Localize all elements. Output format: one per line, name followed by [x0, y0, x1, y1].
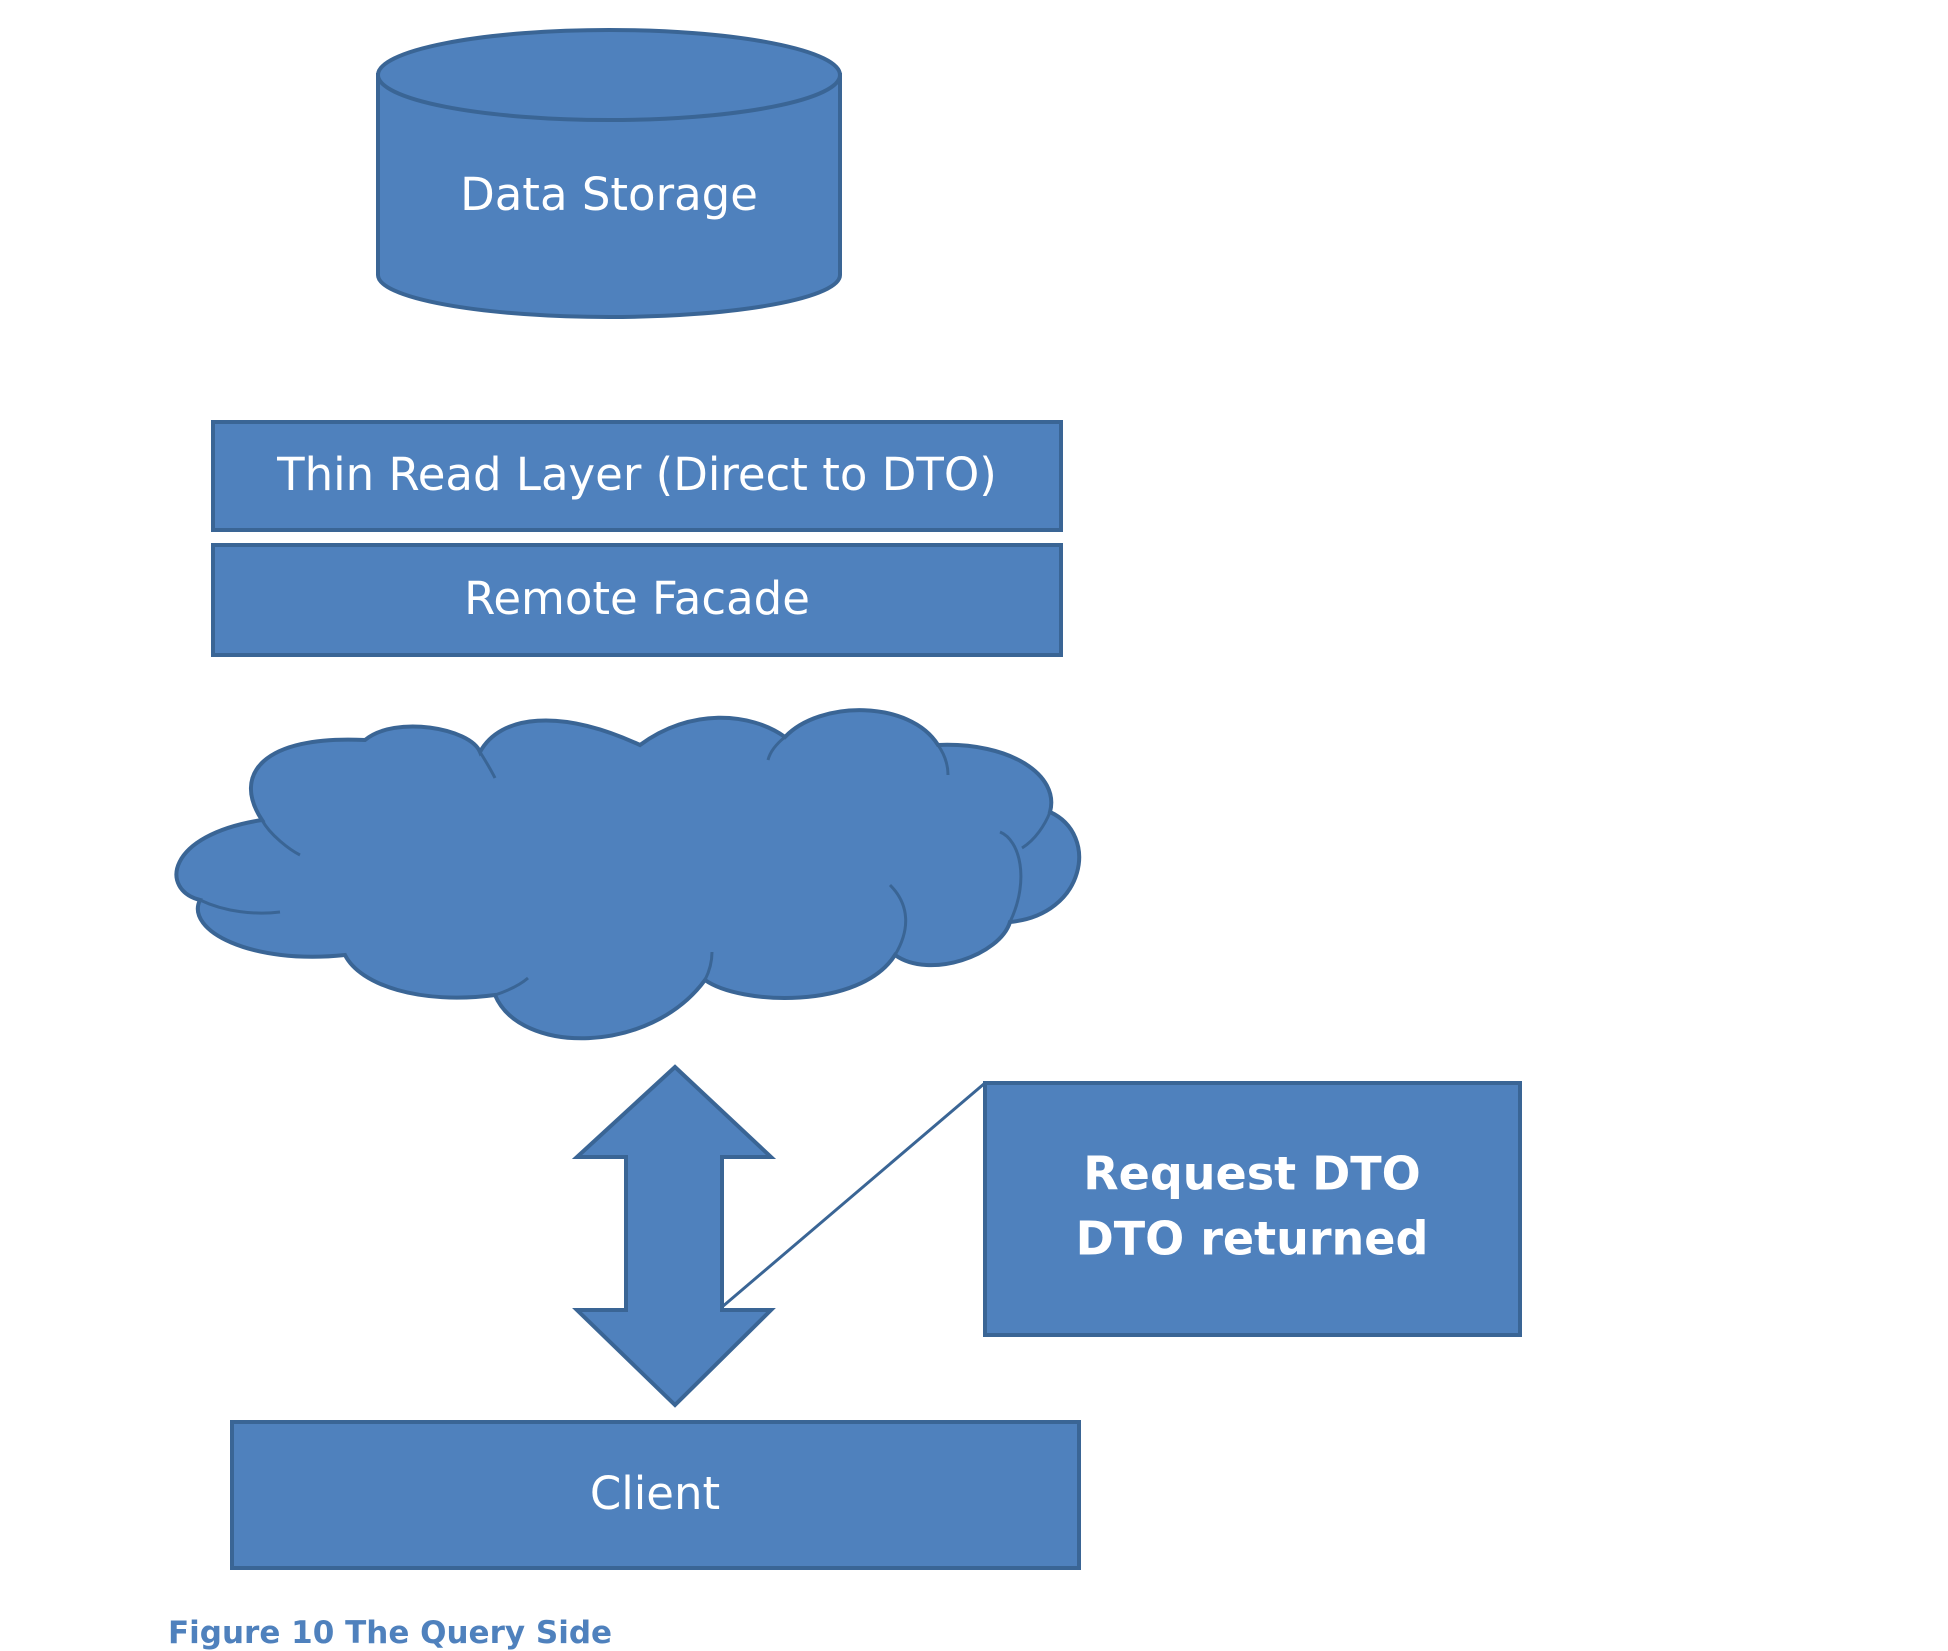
cloud-inner-curve-3	[494, 976, 529, 997]
callout-line-2: DTO returned	[1076, 1212, 1429, 1266]
cloud-inner-curve-5	[888, 883, 908, 956]
thin-read-layer-rect	[211, 420, 1063, 532]
request-dto-callout: Request DTO DTO returned	[983, 1081, 1522, 1337]
remote-facade-label: Remote Facade	[464, 572, 810, 625]
remote-facade-rect	[211, 543, 1063, 657]
cloud-inner-curve-6	[999, 830, 1023, 923]
callout-rect	[983, 1081, 1522, 1337]
client-label: Client	[590, 1467, 720, 1520]
cloud-shape	[174, 708, 1082, 1041]
cloud-inner-curve-2	[199, 898, 281, 915]
cylinder-top	[376, 28, 842, 122]
callout-connector-line	[721, 1081, 986, 1309]
cloud-inner-curve-9	[766, 735, 786, 761]
cloud-inner-curve-7	[1021, 811, 1052, 850]
client-box: Client	[230, 1420, 1081, 1570]
client-rect	[230, 1420, 1081, 1570]
network-cloud	[174, 708, 1082, 1041]
remote-facade-box: Remote Facade	[211, 543, 1063, 657]
cylinder-body	[376, 73, 842, 319]
cloud-inner-curve-4	[703, 951, 714, 981]
figure-caption: Figure 10 The Query Side	[168, 1615, 613, 1651]
cloud-inner-curve-10	[478, 751, 497, 779]
cloud-inner-curve-8	[936, 744, 950, 776]
callout-line-1: Request DTO	[1083, 1147, 1421, 1201]
thin-read-layer-box: Thin Read Layer (Direct to DTO)	[211, 420, 1063, 532]
data-storage-cylinder: Data Storage	[376, 28, 842, 319]
thin-read-layer-label: Thin Read Layer (Direct to DTO)	[276, 448, 997, 501]
cloud-inner-curve-1	[260, 819, 301, 857]
data-storage-label: Data Storage	[460, 168, 758, 221]
double-headed-arrow	[571, 1064, 777, 1408]
